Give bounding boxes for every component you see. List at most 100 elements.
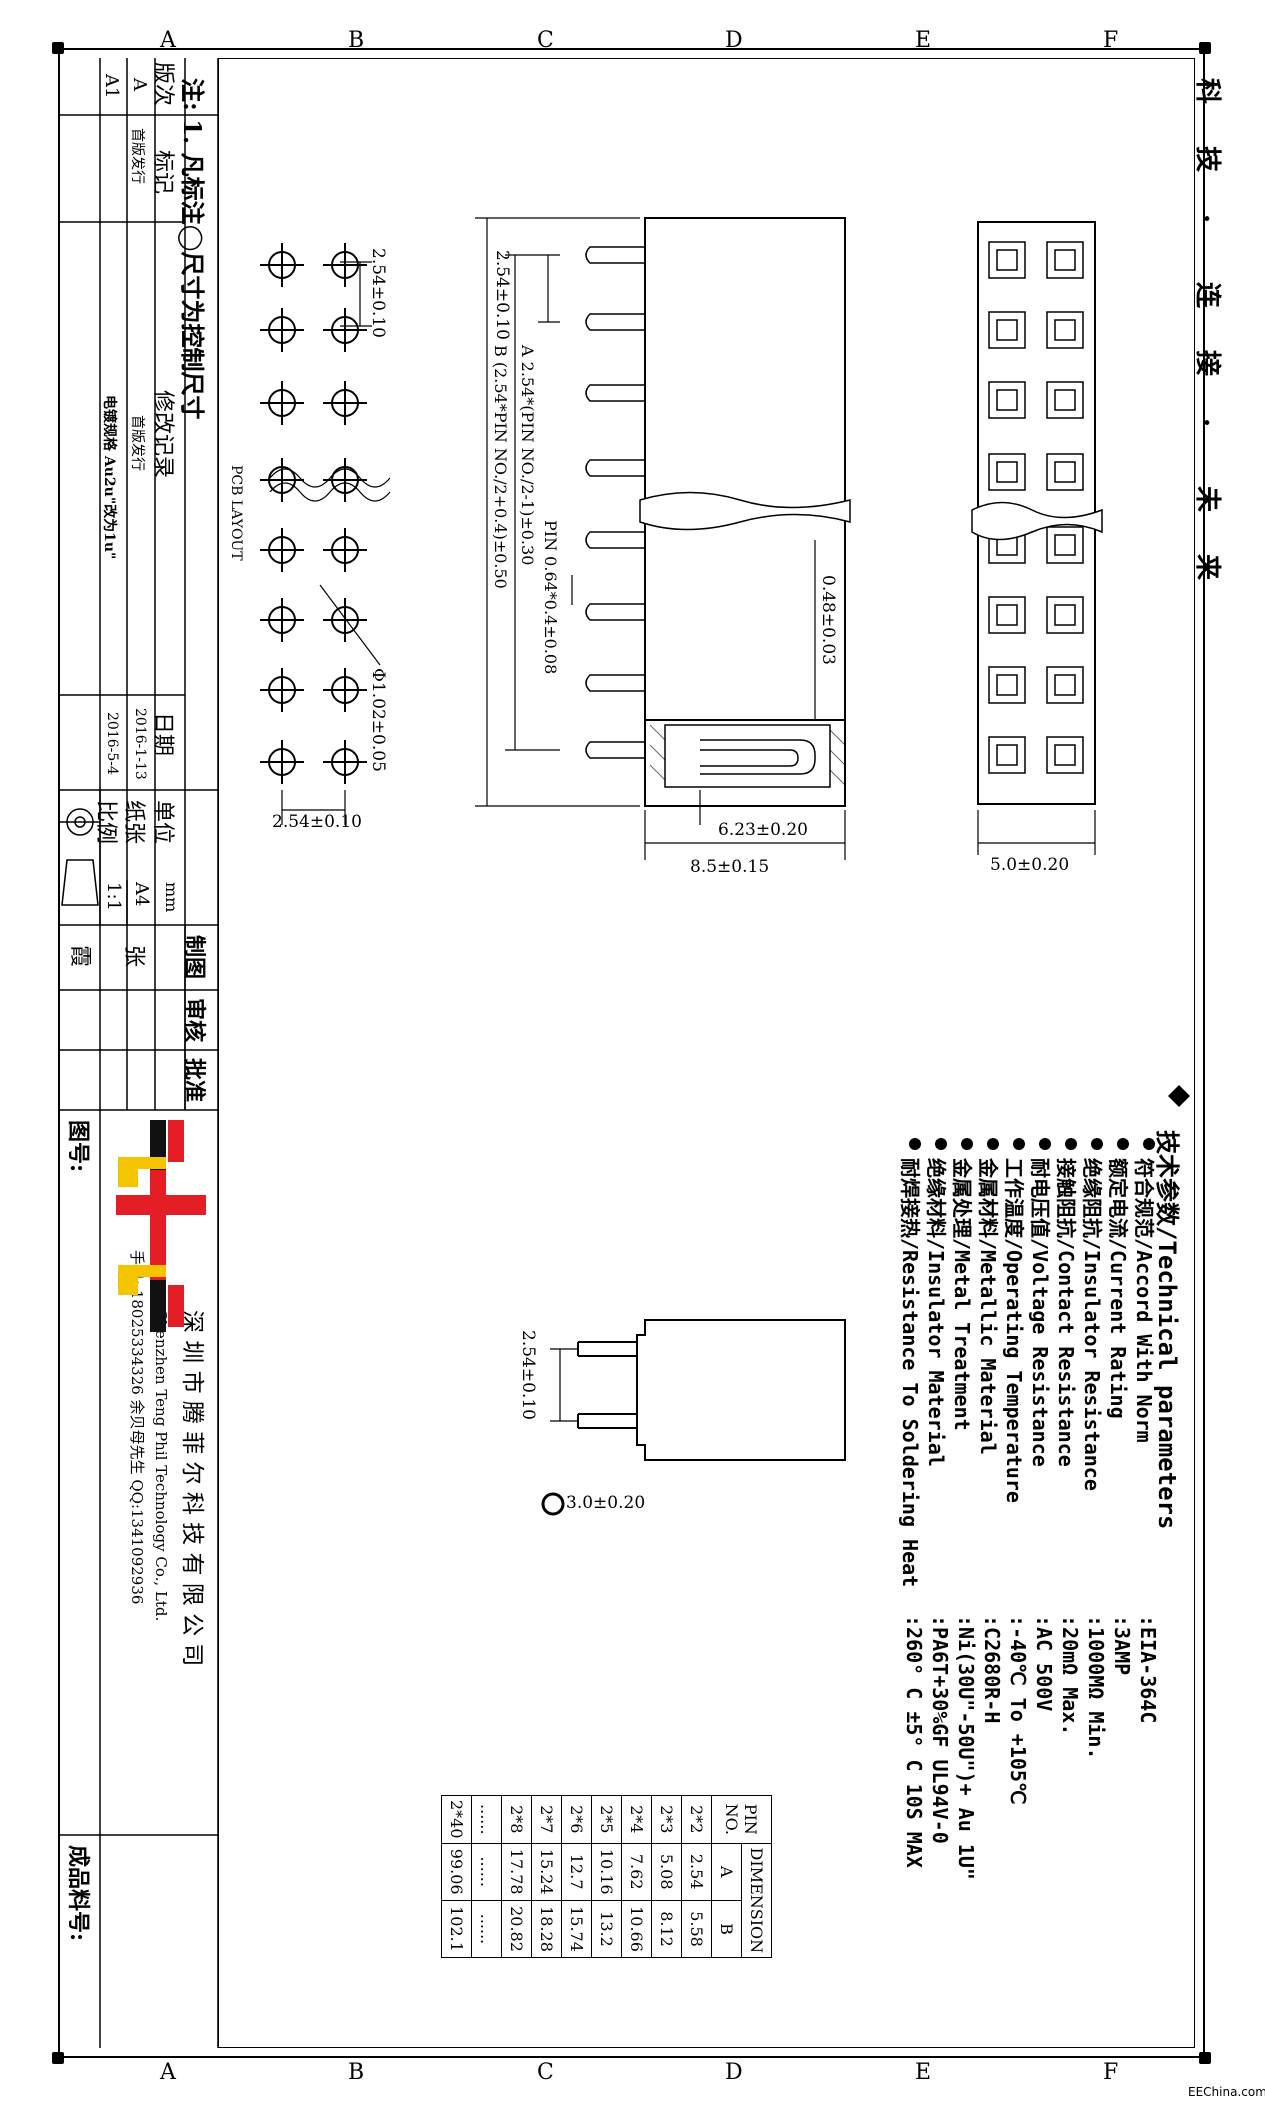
top-width: 5.0±0.20: [990, 855, 1070, 875]
grid-letter: A: [160, 2060, 176, 2085]
pin-table-cell-pin: 2*2: [681, 1795, 712, 1844]
pin-table-cell-pin: 2*7: [531, 1795, 562, 1844]
pcb-pitch-h: 2.54±0.10: [272, 812, 362, 832]
tech-param-value: :-40℃ To +105℃: [1006, 1615, 1030, 1805]
pin-table-cell-a: 5.08: [651, 1843, 682, 1901]
pin-table-cell-b: 102.1: [441, 1900, 472, 1958]
tech-param-value: :EIA-364C: [1136, 1615, 1160, 1724]
grid-letter: D: [725, 2060, 743, 2085]
pin-table-header-pin: PIN NO.: [711, 1795, 772, 1844]
tech-param-value: :C2680R-H: [980, 1615, 1004, 1724]
pin-table-cell-a: 7.62: [621, 1843, 652, 1901]
pin-table-cell-a: 99.06: [441, 1843, 472, 1901]
grid-letter: F: [1103, 2060, 1119, 2085]
tech-param-value: :AC 500V: [1032, 1615, 1056, 1712]
tech-param-label: 耐焊接热/Resistance To Soldering Heat: [898, 1158, 922, 1588]
pin-table-cell-a: 12.7: [561, 1843, 592, 1901]
tech-param-label: 绝缘阻抗/Insulator Resistance: [1080, 1158, 1104, 1491]
tech-param-label: 绝缘材料/Insulator Material: [924, 1158, 948, 1467]
pin-table-header-a: A: [711, 1843, 742, 1901]
pin-table-cell-a: 15.24: [531, 1843, 562, 1901]
tech-params-bullet: [1168, 1085, 1190, 1107]
grid-letter: D: [725, 28, 743, 53]
tech-param-value: :PA6T+30%GF UL94V-0: [928, 1615, 952, 1844]
tech-param-bullet: [909, 1138, 921, 1150]
tech-param-value: :20mΩ Max.: [1058, 1615, 1082, 1736]
pin-table-cell-b: ......: [471, 1900, 502, 1958]
grid-letter: A: [160, 28, 176, 53]
tech-param-label: 金属处理/Metal Treatment: [950, 1158, 974, 1431]
pin-table-header-dimension: DIMENSION: [741, 1843, 772, 1958]
grid-letter: E: [915, 28, 932, 53]
pin-table-cell-a: ......: [471, 1843, 502, 1901]
table-row: ..................: [471, 1795, 502, 1958]
grid-letter: C: [537, 2060, 554, 2085]
tech-param-label: 耐电压值/Voltage Resistance: [1028, 1158, 1052, 1467]
grid-letter: F: [1103, 28, 1119, 53]
tech-param-value: :260° C ±5° C 10S MAX: [902, 1615, 926, 1868]
tech-param-bullet: [987, 1138, 999, 1150]
grid-letter: C: [537, 28, 554, 53]
pin-table-cell-b: 10.66: [621, 1900, 652, 1958]
tech-param-bullet: [935, 1138, 947, 1150]
tech-param-bullet: [1039, 1138, 1051, 1150]
tech-param-bullet: [1013, 1138, 1025, 1150]
pin-table-cell-b: 13.2: [591, 1900, 622, 1958]
projection-symbol: [60, 808, 100, 906]
tech-param-label: 符合规范/Accord With Norm: [1132, 1158, 1156, 1443]
watermark: EEChina.com: [1188, 2085, 1265, 2099]
pin-table-cell-a: 10.16: [591, 1843, 622, 1901]
tech-param-value: :1000MΩ Min.: [1084, 1615, 1108, 1760]
pin-table-cell-pin: 2*5: [591, 1795, 622, 1844]
pin-table-cell-pin: 2*4: [621, 1795, 652, 1844]
tech-param-label: 工作温度/Operating Temperature: [1002, 1158, 1026, 1503]
grid-letter: B: [348, 28, 365, 53]
side-depth: 6.23±0.20: [718, 820, 808, 840]
tech-param-bullet: [961, 1138, 973, 1150]
pin-table-header-b: B: [711, 1900, 742, 1958]
tech-param-bullet: [1065, 1138, 1077, 1150]
pin-table-cell-b: 18.28: [531, 1900, 562, 1958]
tech-param-label: 接触阻抗/Contact Resistance: [1054, 1158, 1078, 1467]
pin-table-cell-pin: 2*6: [561, 1795, 592, 1844]
side-height: 8.5±0.15: [690, 857, 770, 877]
tech-param-bullet: [1117, 1138, 1129, 1150]
grid-letter: B: [348, 2060, 365, 2085]
pin-table-cell-b: 20.82: [501, 1900, 532, 1958]
pin-table-cell-b: 5.58: [681, 1900, 712, 1958]
company-logo: [116, 1120, 206, 1332]
end-pitch: 2.54±0.10: [518, 1330, 538, 1420]
tech-param-value: :Ni(30U"-50U")+ Au 1U": [954, 1615, 978, 1880]
grid-letter: E: [915, 2060, 932, 2085]
pin-table-cell-pin: 2*40: [441, 1795, 472, 1844]
end-row-dim: 3.0±0.20: [566, 1493, 646, 1513]
tech-param-label: 额定电流/Current Rating: [1106, 1158, 1130, 1419]
outer-frame: [58, 48, 1205, 2058]
pin-table-cell-pin: 2*8: [501, 1795, 532, 1844]
pin-table-cell-b: 8.12: [651, 1900, 682, 1958]
pin-table-cell-b: 15.74: [561, 1900, 592, 1958]
corner-mark: [52, 2052, 64, 2064]
tech-param-value: :3AMP: [1110, 1615, 1134, 1676]
pin-table-cell-pin: 2*3: [651, 1795, 682, 1844]
tech-param-label: 金属材料/Metallic Material: [976, 1158, 1000, 1455]
tech-param-bullet: [1091, 1138, 1103, 1150]
pin-table-cell-a: 2.54: [681, 1843, 712, 1901]
corner-mark: [1199, 42, 1211, 54]
tech-param-bullet: [1143, 1138, 1155, 1150]
